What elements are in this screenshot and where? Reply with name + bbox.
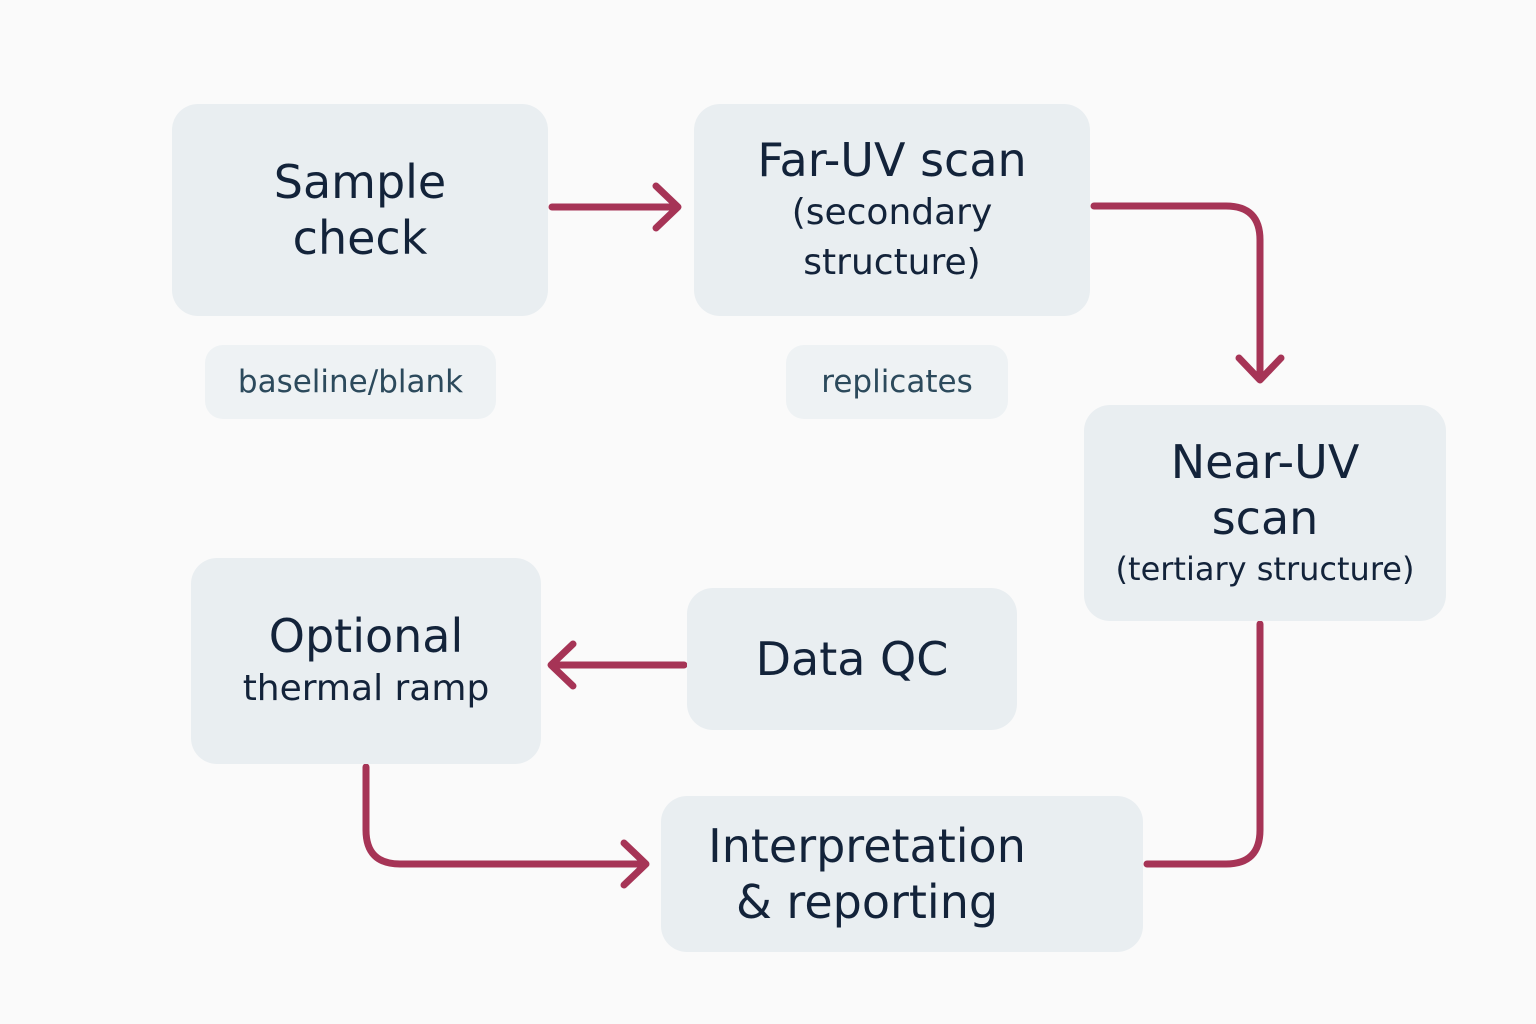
node-far-uv-subtitle-line-2: structure) bbox=[803, 242, 981, 283]
node-interpretation-line-1: Interpretation bbox=[708, 819, 1026, 873]
node-near-uv-title-line-1: Near-UV bbox=[1170, 435, 1360, 489]
tag-replicates: replicates bbox=[786, 345, 1008, 419]
node-near-uv-title-line-2: scan bbox=[1211, 491, 1319, 545]
node-near-uv-scan: Near-UV scan (tertiary structure) bbox=[1084, 405, 1446, 621]
arrowhead-optional-to-interpretation bbox=[620, 839, 650, 889]
node-far-uv-subtitle-line-1: (secondary bbox=[791, 192, 993, 233]
node-near-uv-subtitle: (tertiary structure) bbox=[1115, 550, 1415, 588]
node-optional-subtitle: thermal ramp bbox=[242, 668, 490, 709]
arrowhead-far-uv-to-near-uv bbox=[1235, 354, 1285, 384]
node-far-uv-scan: Far-UV scan (secondary structure) bbox=[694, 104, 1090, 316]
arrow-optional-to-interpretation bbox=[362, 763, 648, 868]
arrow-near-uv-to-interpretation bbox=[1143, 620, 1264, 868]
node-optional-thermal-ramp: Optional thermal ramp bbox=[191, 558, 541, 764]
arrowhead-data-qc-to-optional bbox=[547, 640, 577, 690]
tag-baseline-blank: baseline/blank bbox=[205, 345, 496, 419]
arrowhead-sample-to-far-uv bbox=[652, 182, 682, 232]
node-sample-check-line-1: Sample bbox=[273, 155, 447, 209]
node-interpretation-reporting: Interpretation & reporting bbox=[661, 796, 1143, 952]
arrow-far-uv-to-near-uv bbox=[1090, 202, 1264, 382]
node-interpretation-line-2: & reporting bbox=[735, 875, 999, 929]
node-data-qc: Data QC bbox=[687, 588, 1017, 730]
node-data-qc-label: Data QC bbox=[755, 632, 949, 686]
node-sample-check: Sample check bbox=[172, 104, 548, 316]
node-far-uv-title: Far-UV scan bbox=[757, 133, 1027, 187]
node-optional-title: Optional bbox=[268, 609, 464, 663]
node-sample-check-line-2: check bbox=[292, 211, 428, 265]
